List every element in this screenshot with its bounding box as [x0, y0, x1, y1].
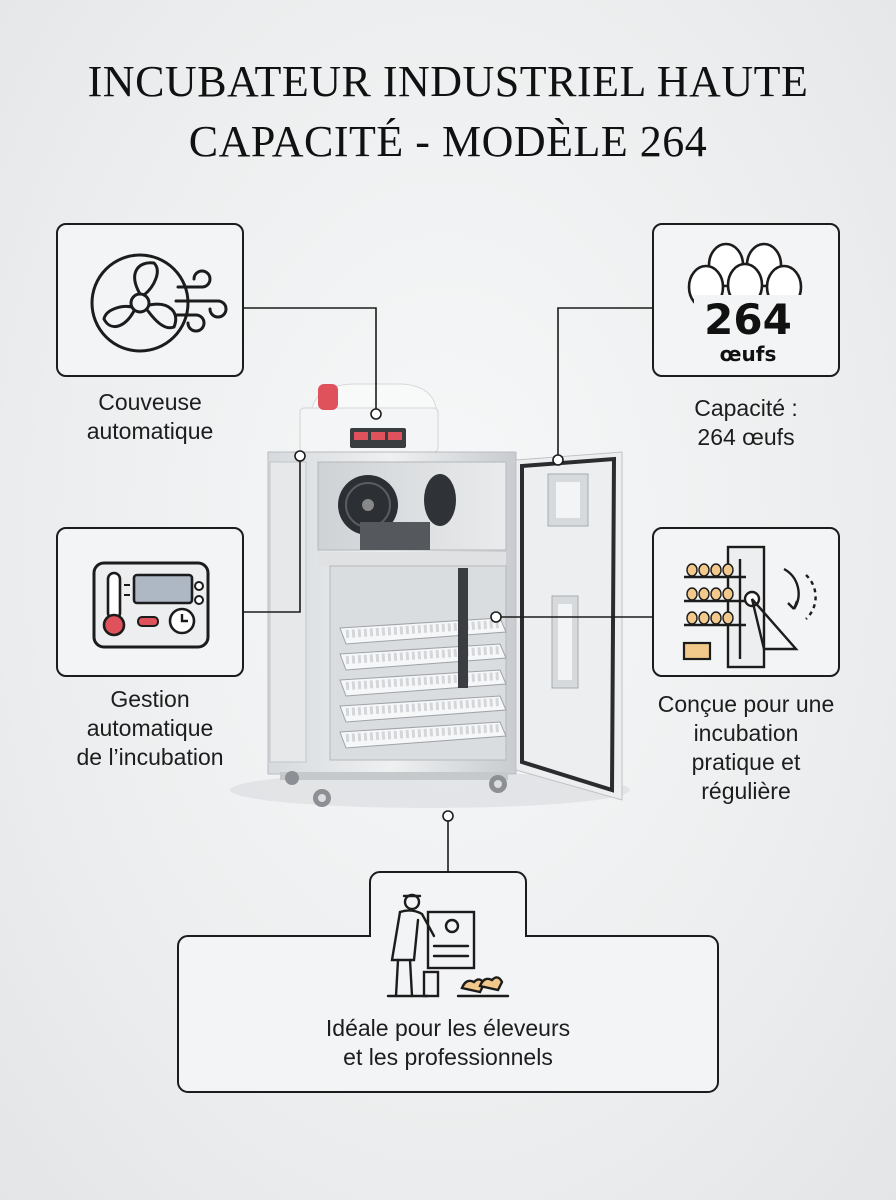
caption-design-line-3: pratique et: [691, 749, 801, 775]
caption-design-line-1: Conçue pour une: [657, 691, 835, 717]
eggs-icon: 264 œufs: [687, 242, 803, 366]
title-line-1: INCUBATEUR INDUSTRIEL HAUTE: [87, 57, 809, 106]
caption-control-line-2: automatique: [86, 715, 214, 741]
caption-control-line-1: Gestion: [110, 686, 190, 712]
caption-control: Gestion automatique de l’incubation: [40, 685, 260, 772]
page-title: INCUBATEUR INDUSTRIEL HAUTE CAPACITÉ - M…: [0, 52, 896, 172]
control-panel-icon: [92, 561, 210, 649]
title-line-2: CAPACITÉ - MODÈLE 264: [188, 117, 708, 166]
caption-capacity-line-2: 264 œufs: [697, 424, 795, 450]
badge-unit: œufs: [720, 342, 777, 366]
caption-automatic-line-2: automatique: [86, 418, 214, 444]
badge-number: 264: [704, 295, 792, 344]
fan-icon: [90, 253, 228, 353]
tray-eggs: [345, 646, 501, 664]
feature-card-design: [652, 527, 840, 677]
wheels: [285, 771, 507, 807]
caption-farmers-line-1: Idéale pour les éleveurs: [325, 1015, 571, 1041]
egg-tray: [339, 721, 507, 749]
feature-card-automatic: [56, 223, 244, 377]
egg-tray: [339, 695, 507, 723]
incubator-door: [515, 451, 623, 801]
feature-card-control: [56, 527, 244, 677]
tray-eggs: [345, 620, 501, 638]
mini-incubator: [299, 383, 439, 453]
caption-control-line-3: de l’incubation: [76, 744, 224, 770]
caption-farmers: Idéale pour les éleveurs et les professi…: [198, 1014, 698, 1072]
caption-automatic-line-1: Couveuse: [98, 389, 202, 415]
egg-turner-icon: [682, 545, 817, 669]
feature-card-capacity: 264 œufs: [652, 223, 840, 377]
caption-capacity-line-1: Capacité :: [694, 395, 798, 421]
caption-design: Conçue pour une incubation pratique et r…: [632, 690, 860, 806]
tray-eggs: [345, 672, 501, 690]
caption-design-line-4: régulière: [701, 778, 791, 804]
caption-automatic: Couveuse automatique: [50, 388, 250, 446]
caption-farmers-line-2: et les professionnels: [343, 1044, 553, 1070]
tray-eggs: [345, 724, 501, 742]
caption-capacity: Capacité : 264 œufs: [646, 394, 846, 452]
caption-design-line-2: incubation: [693, 720, 799, 746]
farmer-icon: [386, 893, 510, 998]
tray-eggs: [345, 698, 501, 716]
